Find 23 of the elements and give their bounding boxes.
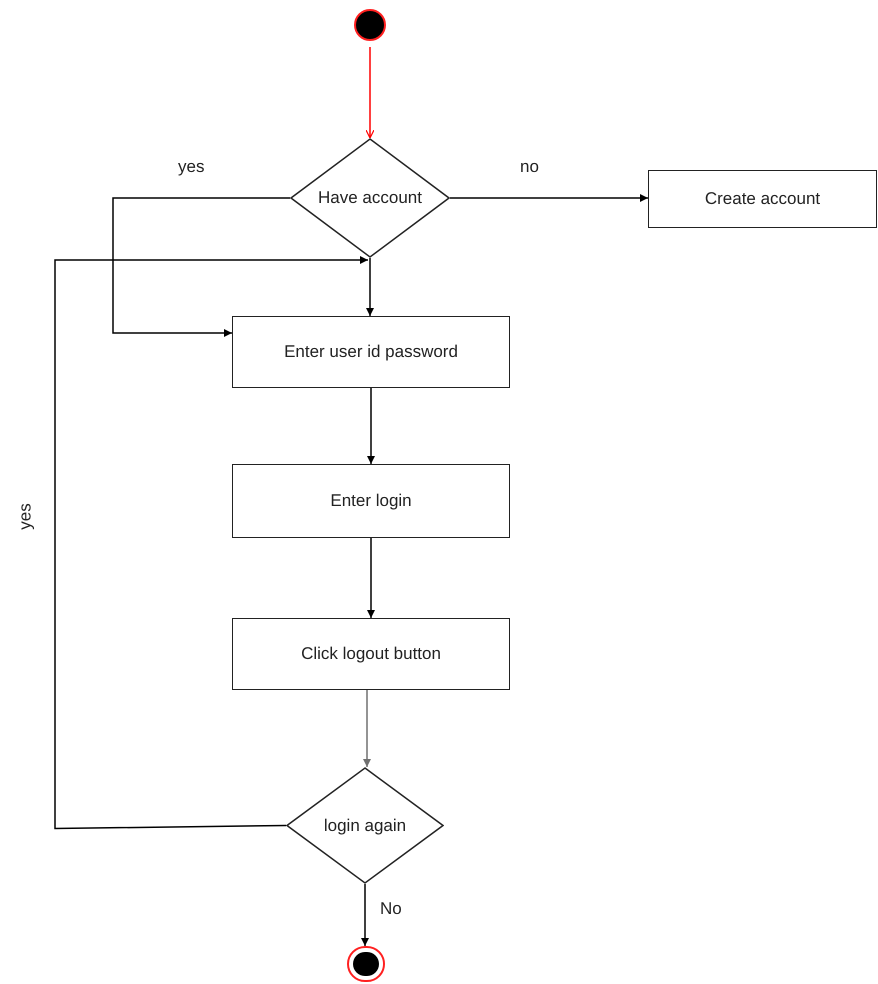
arrow	[367, 538, 375, 618]
start-node	[354, 9, 386, 41]
arrow	[367, 388, 375, 464]
decision-diamond	[286, 767, 444, 884]
decision-diamond	[290, 138, 450, 258]
arrow	[54, 256, 368, 830]
end-node	[347, 946, 385, 982]
process-box	[648, 170, 877, 228]
node-label: Enter user id password	[284, 341, 458, 363]
arrow	[366, 258, 374, 316]
arrow	[365, 47, 375, 139]
node-label: Enter login	[330, 490, 412, 512]
arrow	[361, 884, 369, 946]
node-label: Have account	[318, 187, 422, 209]
node-label: Click logout button	[301, 643, 441, 665]
node-label: login again	[324, 814, 406, 836]
process-box	[232, 316, 510, 388]
process-box	[232, 618, 510, 690]
node-label: Create account	[704, 188, 820, 210]
arrow	[363, 690, 371, 767]
arrow	[112, 197, 290, 337]
arrow	[450, 194, 648, 202]
process-box	[232, 464, 510, 538]
